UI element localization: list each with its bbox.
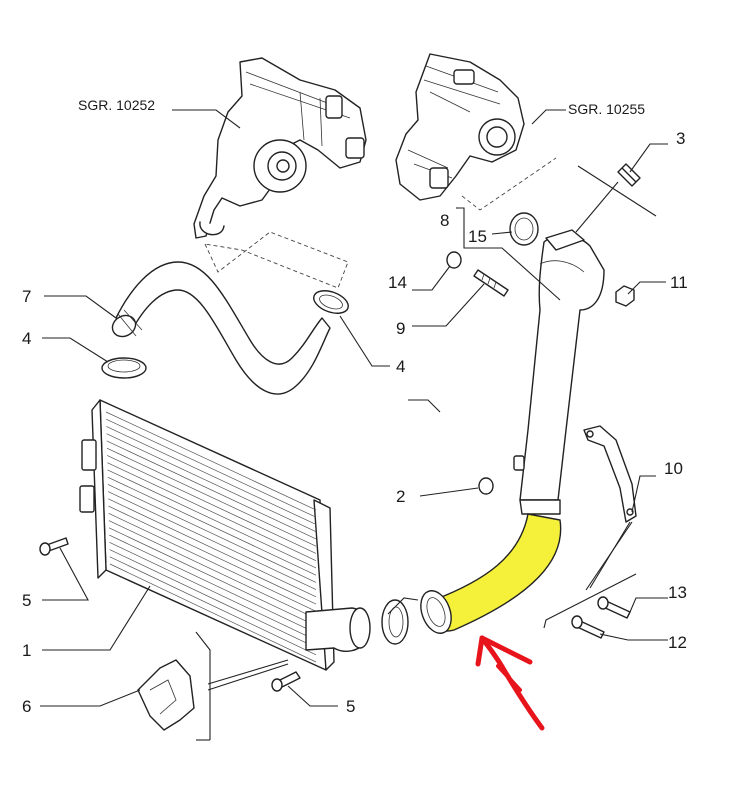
clamp-4-left — [101, 357, 147, 379]
intercooler-fin — [108, 520, 317, 619]
bolt-12 — [571, 615, 605, 639]
intercooler-fin — [108, 505, 317, 605]
intercooler-fin — [107, 469, 317, 569]
red-arrow — [475, 635, 545, 731]
turbocharger-drawing — [193, 57, 367, 239]
intercooler-fin — [107, 462, 317, 561]
intercooler-fin — [109, 556, 317, 656]
bracket-6 — [137, 659, 195, 731]
plug-14 — [446, 251, 462, 269]
intercooler-fin — [106, 433, 317, 533]
highlighted-hose — [420, 513, 562, 634]
bolt-5-upper — [39, 537, 69, 556]
intercooler-fin — [109, 541, 317, 641]
nut-11 — [615, 285, 635, 307]
o-ring-15 — [509, 212, 539, 246]
intercooler-fin — [108, 498, 317, 598]
intercooler-fin — [106, 455, 317, 554]
intercooler-fin — [108, 513, 317, 612]
outlet-pipe — [513, 229, 605, 515]
callouts: 7 4 4 5 1 6 5 2 9 14 8 15 3 11 10 13 12 — [22, 129, 688, 716]
intercooler-fin — [109, 534, 317, 634]
callout-4-left: 4 — [22, 329, 31, 348]
intercooler-fin — [106, 440, 317, 540]
upper-hose-7 — [111, 261, 331, 395]
callout-9: 9 — [396, 319, 405, 338]
intercooler-fin — [108, 527, 317, 627]
intercooler-fin — [106, 447, 317, 547]
intercooler-fin — [107, 491, 317, 590]
callout-3: 3 — [676, 129, 685, 148]
reference-right-label: SGR. 10255 — [568, 101, 645, 117]
reference-left-label: SGR. 10252 — [78, 97, 155, 113]
intercooler-fin — [107, 484, 317, 583]
intercooler-fin — [106, 426, 317, 525]
callout-7: 7 — [22, 287, 31, 306]
clamp-4-right — [313, 290, 349, 314]
callout-15: 15 — [468, 227, 487, 246]
seal-ring — [381, 599, 409, 645]
sensor-9 — [473, 269, 509, 297]
callout-6: 6 — [22, 697, 31, 716]
intercooler-fin — [109, 549, 317, 648]
callout-11: 11 — [670, 273, 688, 292]
intercooler-fin — [107, 476, 317, 576]
intercooler-fin — [105, 411, 317, 511]
reference-left: SGR. 10252 — [78, 97, 241, 129]
callout-5-lower: 5 — [346, 697, 355, 716]
bolt-3 — [617, 163, 641, 187]
callout-8: 8 — [440, 211, 449, 230]
intercooler-1 — [79, 399, 371, 671]
callout-5-upper: 5 — [22, 591, 31, 610]
callout-14: 14 — [388, 273, 407, 292]
callout-10: 10 — [664, 459, 683, 478]
callout-13: 13 — [668, 583, 687, 602]
bolt-13 — [597, 596, 631, 619]
leader-lines — [40, 143, 668, 741]
intercooler-fin — [109, 563, 317, 663]
intake-body-drawing — [395, 53, 525, 201]
intercooler-fin — [106, 418, 317, 518]
callout-4-right: 4 — [396, 357, 405, 376]
callout-12: 12 — [668, 633, 687, 652]
callout-2: 2 — [396, 487, 405, 506]
callout-1: 1 — [22, 641, 31, 660]
plug-2 — [478, 477, 494, 495]
bracket-10 — [583, 425, 637, 523]
bolt-5-lower — [271, 671, 301, 692]
reference-right: SGR. 10255 — [531, 101, 645, 125]
